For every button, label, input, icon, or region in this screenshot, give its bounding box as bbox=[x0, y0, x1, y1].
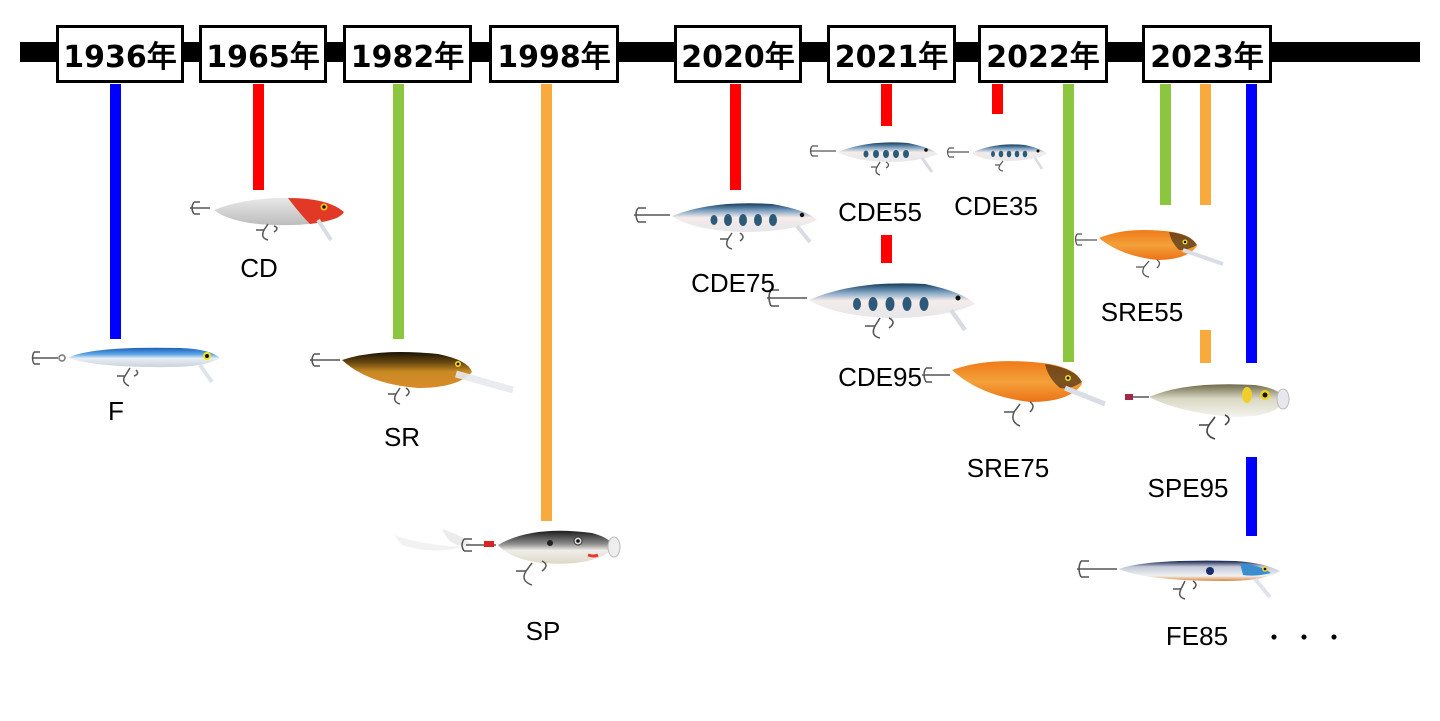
lure-label-cde55: CDE55 bbox=[838, 197, 922, 227]
minnow-lure-trout-icon bbox=[634, 203, 817, 250]
lure-label-fe85: FE85 bbox=[1165, 621, 1229, 651]
year-box-1936: 1936年 bbox=[56, 25, 184, 83]
year-box-2021: 2021年 bbox=[827, 25, 956, 83]
connector-cde95 bbox=[881, 235, 892, 263]
minnow-lure-blue-silver-icon bbox=[1077, 560, 1280, 600]
year-box-2023: 2023年 bbox=[1142, 25, 1272, 83]
popper-lure-shad-icon bbox=[394, 529, 621, 586]
connector-cd bbox=[253, 84, 264, 190]
lure-label-sre55: SRE55 bbox=[1100, 297, 1184, 327]
connector-sr bbox=[393, 84, 404, 339]
lure-label-cd: CD bbox=[240, 253, 278, 283]
continuation-ellipsis: ・・・ bbox=[1262, 625, 1352, 652]
connector-cde35 bbox=[992, 84, 1003, 114]
connector-sre55 bbox=[1160, 84, 1171, 205]
crankbait-lure-gold-icon bbox=[310, 352, 514, 405]
crankbait-lure-orange-icon bbox=[1074, 230, 1224, 278]
lure-label-spe95: SPE95 bbox=[1147, 473, 1229, 503]
minnow-lure-blue-silver-icon bbox=[31, 347, 220, 387]
lure-label-cde35: CDE35 bbox=[954, 191, 1038, 221]
year-box-1982: 1982年 bbox=[343, 25, 472, 83]
lure-label-sr: SR bbox=[383, 422, 421, 452]
minnow-lure-trout-icon bbox=[809, 142, 938, 176]
lure-label-cde75: CDE75 bbox=[691, 268, 775, 298]
year-box-1998: 1998年 bbox=[489, 25, 619, 83]
connector-fe85-lower bbox=[1246, 457, 1257, 536]
connector-fe85-upper bbox=[1246, 84, 1257, 363]
connector-cde75 bbox=[730, 84, 741, 190]
connector-spe95-lower bbox=[1200, 330, 1211, 363]
minnow-lure-trout-icon bbox=[767, 283, 975, 339]
connector-cde55 bbox=[881, 84, 892, 126]
year-box-1965: 1965年 bbox=[199, 25, 327, 83]
lure-label-sp: SP bbox=[525, 616, 561, 646]
connector-f bbox=[110, 84, 121, 339]
year-box-2020: 2020年 bbox=[674, 25, 802, 83]
connector-sp bbox=[541, 84, 552, 521]
minnow-lure-red-head-icon bbox=[190, 197, 344, 242]
popper-lure-green-icon bbox=[1125, 384, 1290, 440]
lure-label-f: F bbox=[108, 396, 124, 426]
lure-label-sre75: SRE75 bbox=[966, 453, 1050, 483]
lure-label-cde95: CDE95 bbox=[838, 362, 922, 392]
connector-spe95-upper bbox=[1200, 84, 1211, 205]
connector-sre75 bbox=[1063, 84, 1074, 362]
year-box-2022: 2022年 bbox=[978, 25, 1108, 83]
crankbait-lure-orange-icon bbox=[922, 361, 1106, 427]
minnow-lure-trout-icon bbox=[946, 144, 1047, 172]
